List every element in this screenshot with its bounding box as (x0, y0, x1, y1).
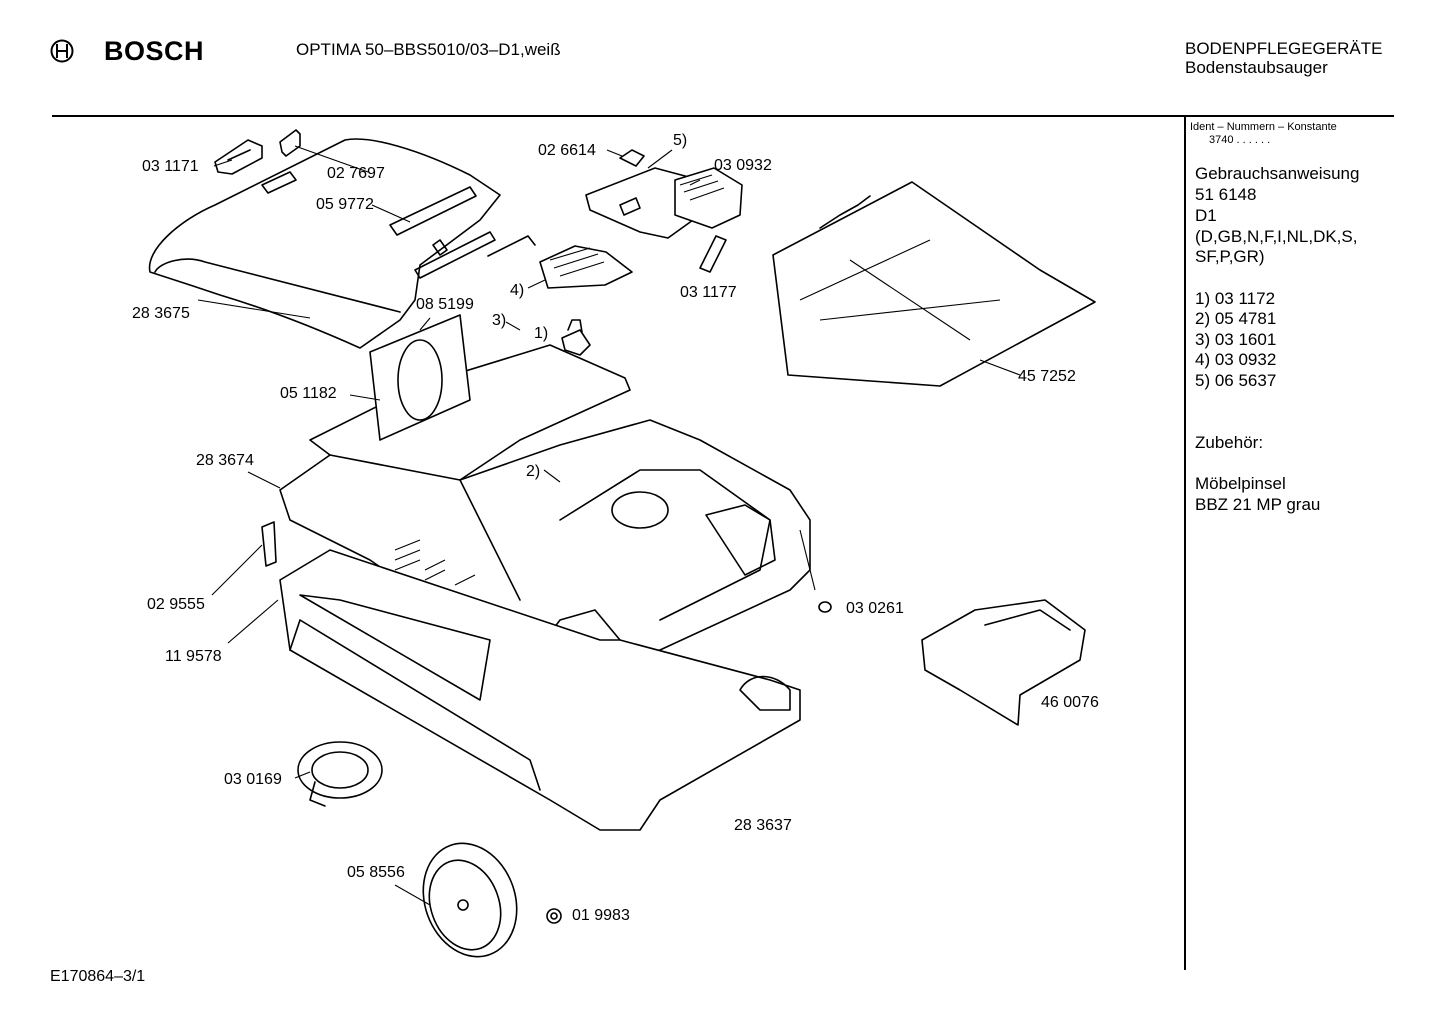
grille-030932 (539, 245, 633, 289)
part-label: 02 9555 (147, 596, 205, 613)
hook-027697 (279, 129, 301, 157)
note-item: 5) 06 5637 (1195, 371, 1277, 390)
note-item: 4) 03 0932 (1195, 350, 1277, 369)
brand-name: BOSCH (104, 36, 205, 66)
valve-part-1 (561, 319, 591, 356)
part-label: 03 0169 (224, 771, 282, 788)
nut-019983 (546, 908, 562, 924)
lid-cover-part (148, 138, 501, 349)
clip-031171 (214, 139, 263, 175)
manual-number: 51 6148 (1195, 185, 1257, 204)
note-item: 2) 05 4781 (1195, 309, 1277, 328)
part-label: 28 3637 (734, 817, 792, 834)
strip-031177 (699, 235, 727, 273)
leader-lines (197, 145, 1021, 906)
part-label: 08 5199 (416, 296, 474, 313)
part-label: 45 7252 (1018, 368, 1076, 385)
subcategory-title: Bodenstaubsauger (1185, 58, 1328, 77)
note-marker: 1) (534, 325, 549, 342)
part-label: 02 7697 (327, 165, 385, 182)
accessory-code: BBZ 21 MP grau (1195, 495, 1321, 514)
note-item: 3) 03 1601 (1195, 330, 1277, 349)
part-label: 05 1182 (280, 385, 337, 402)
manual-variant: D1 (1195, 206, 1217, 225)
seal-030261 (799, 529, 832, 613)
filter-cover-030932 (585, 167, 743, 239)
part-label: 03 1171 (142, 158, 199, 175)
ident-title: Ident – Nummern – Konstante (1190, 121, 1337, 133)
note-marker: 4) (510, 282, 525, 299)
base-283637 (279, 549, 801, 831)
note-marker: 2) (526, 463, 541, 480)
accessory-name: Möbelpinsel (1195, 474, 1286, 493)
note-marker: 3) (492, 312, 507, 329)
caster-wheel-030169 (297, 741, 383, 807)
latch-bar-parts (414, 231, 536, 279)
part-label: 01 9983 (572, 907, 630, 924)
bag-holder-frame (309, 314, 631, 486)
manual-languages: (D,GB,N,F,I,NL,DK,S, (1195, 227, 1358, 246)
note-marker: 5) (673, 132, 688, 149)
nozzle-460076 (921, 599, 1086, 726)
part-label: 02 6614 (538, 142, 596, 159)
clip-026614 (619, 149, 645, 167)
side-panel-divider (1184, 117, 1186, 970)
part-label: 11 9578 (165, 648, 222, 665)
part-label: 03 1177 (680, 284, 737, 301)
small-clip-029555 (261, 521, 277, 567)
ident-value: 3740 . . . . . . (1209, 134, 1271, 146)
manual-label: Gebrauchsanweisung (1195, 164, 1360, 183)
drawing-id: E170864–3/1 (50, 968, 146, 985)
bosch-logo-icon (50, 39, 74, 63)
dust-bag-457252 (772, 181, 1096, 387)
part-label: 03 0932 (714, 157, 772, 174)
part-label: 28 3674 (196, 452, 254, 469)
wheel-058556 (422, 842, 518, 958)
model-title: OPTIMA 50–BBS5010/03–D1,weiß (296, 40, 561, 59)
manual-languages-cont: SF,P,GR) (1195, 247, 1265, 266)
note-item: 1) 03 1172 (1195, 289, 1276, 308)
category-title: BODENPFLEGEGERÄTE (1185, 39, 1383, 58)
part-label: 05 9772 (316, 196, 374, 213)
part-label: 03 0261 (846, 600, 904, 617)
accessories-label: Zubehör: (1195, 433, 1264, 452)
part-label: 28 3675 (132, 305, 190, 322)
header-divider (52, 115, 1394, 117)
part-label: 46 0076 (1041, 694, 1099, 711)
part-label: 05 8556 (347, 864, 405, 881)
